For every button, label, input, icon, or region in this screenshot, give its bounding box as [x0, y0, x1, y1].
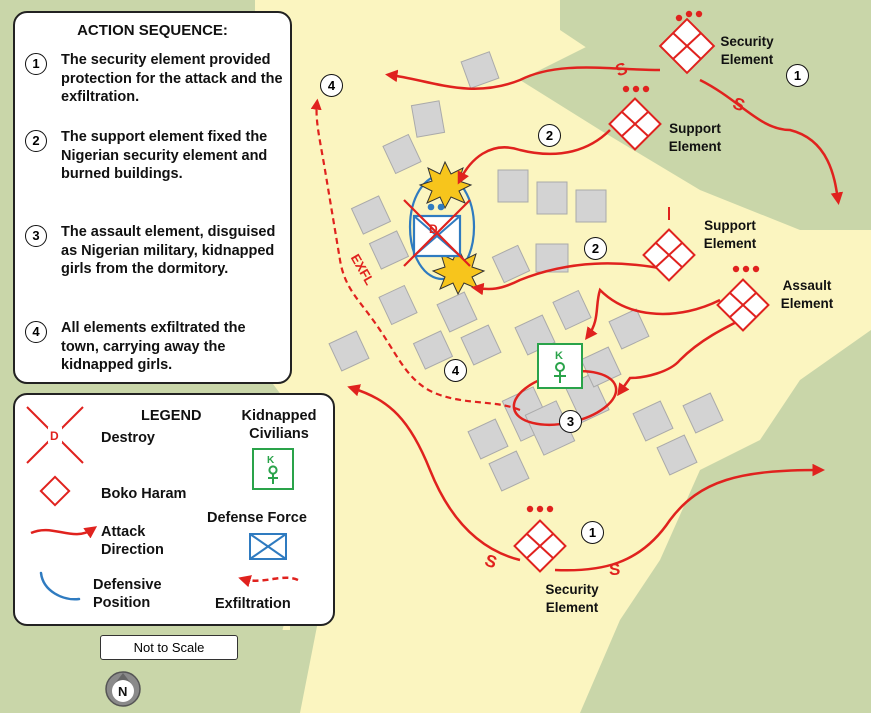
legend-kidnapped-civilians-label: Kidnapped Civilians	[241, 408, 317, 442]
step-text: The assault element, disguised as Nigeri…	[61, 224, 276, 277]
support-element-east	[642, 207, 696, 282]
legend-title: LEGEND	[141, 408, 202, 424]
action-sequence-panel: ACTION SEQUENCE: 1 The security element …	[13, 11, 292, 384]
scale-note: Not to Scale	[100, 635, 238, 660]
kidnapped-civilians-unit: K	[537, 343, 583, 389]
legend-defense-force-label: Defense Force	[207, 510, 307, 526]
step-text: All elements exfiltrated the town, carry…	[61, 320, 246, 373]
kidnapped-civilians-icon: K	[252, 448, 294, 490]
action-sequence-title: ACTION SEQUENCE:	[77, 22, 228, 39]
step-number: 3	[25, 225, 47, 247]
assault-element	[716, 265, 770, 332]
defensive-position-icon	[39, 571, 81, 601]
legend-boko-haram-label: Boko Haram	[101, 486, 187, 502]
svg-text:K: K	[555, 350, 563, 362]
support-element-north	[608, 85, 662, 151]
step-text: The support element fixed the Nigerian s…	[61, 129, 268, 182]
boko-haram-units	[513, 10, 770, 573]
defense-force-icon	[249, 533, 287, 560]
security-marker: S	[609, 560, 621, 579]
step-number: 4	[25, 321, 47, 343]
explosion-icon	[431, 246, 486, 296]
unit-label: Assault Element	[780, 278, 834, 311]
exfiltration-route	[310, 98, 521, 412]
exfiltration-icon	[238, 575, 299, 588]
legend-destroy-label: Destroy	[101, 430, 155, 446]
legend-attack-direction-label: Attack Direction	[101, 524, 164, 558]
step-marker: 2	[584, 237, 607, 260]
svg-text:D: D	[50, 429, 59, 443]
step-text: The security element provided protection…	[61, 52, 283, 105]
security-element-ne	[658, 10, 716, 75]
step-marker: 3	[559, 410, 582, 433]
step-marker: 4	[444, 359, 467, 382]
buildings	[328, 51, 724, 492]
step-marker: 4	[320, 74, 343, 97]
step-marker: 1	[786, 64, 809, 87]
unit-label: Security Element	[720, 34, 774, 67]
svg-text:K: K	[267, 455, 275, 466]
legend-exfiltration-label: Exfiltration	[215, 596, 291, 612]
step-marker: 2	[538, 124, 561, 147]
unit-label: Support Element	[668, 121, 722, 154]
attack-direction-icon	[30, 526, 98, 539]
legend-symbols: D K	[26, 406, 299, 601]
step-marker: 1	[581, 521, 604, 544]
legend-panel: D K LEGEND Destroy Boko Haram Attack Dir…	[13, 393, 335, 626]
unit-label: Support Element	[703, 218, 757, 251]
destroy-symbol-icon: D	[26, 406, 84, 464]
hill-northeast	[560, 0, 871, 210]
unit-label: Security Element	[545, 582, 599, 615]
security-element-south	[513, 505, 567, 573]
svg-text:N: N	[118, 684, 127, 699]
north-arrow-icon: N	[105, 671, 141, 707]
boko-haram-symbol-icon	[39, 475, 71, 507]
hill-southwest	[0, 480, 330, 713]
legend-defensive-position-label: Defensive Position	[93, 577, 162, 611]
attack-arrows	[347, 66, 844, 572]
defense-force-unit: D	[403, 199, 471, 267]
destroy-marker: D	[429, 222, 438, 236]
step-number: 2	[25, 130, 47, 152]
step-number: 1	[25, 53, 47, 75]
